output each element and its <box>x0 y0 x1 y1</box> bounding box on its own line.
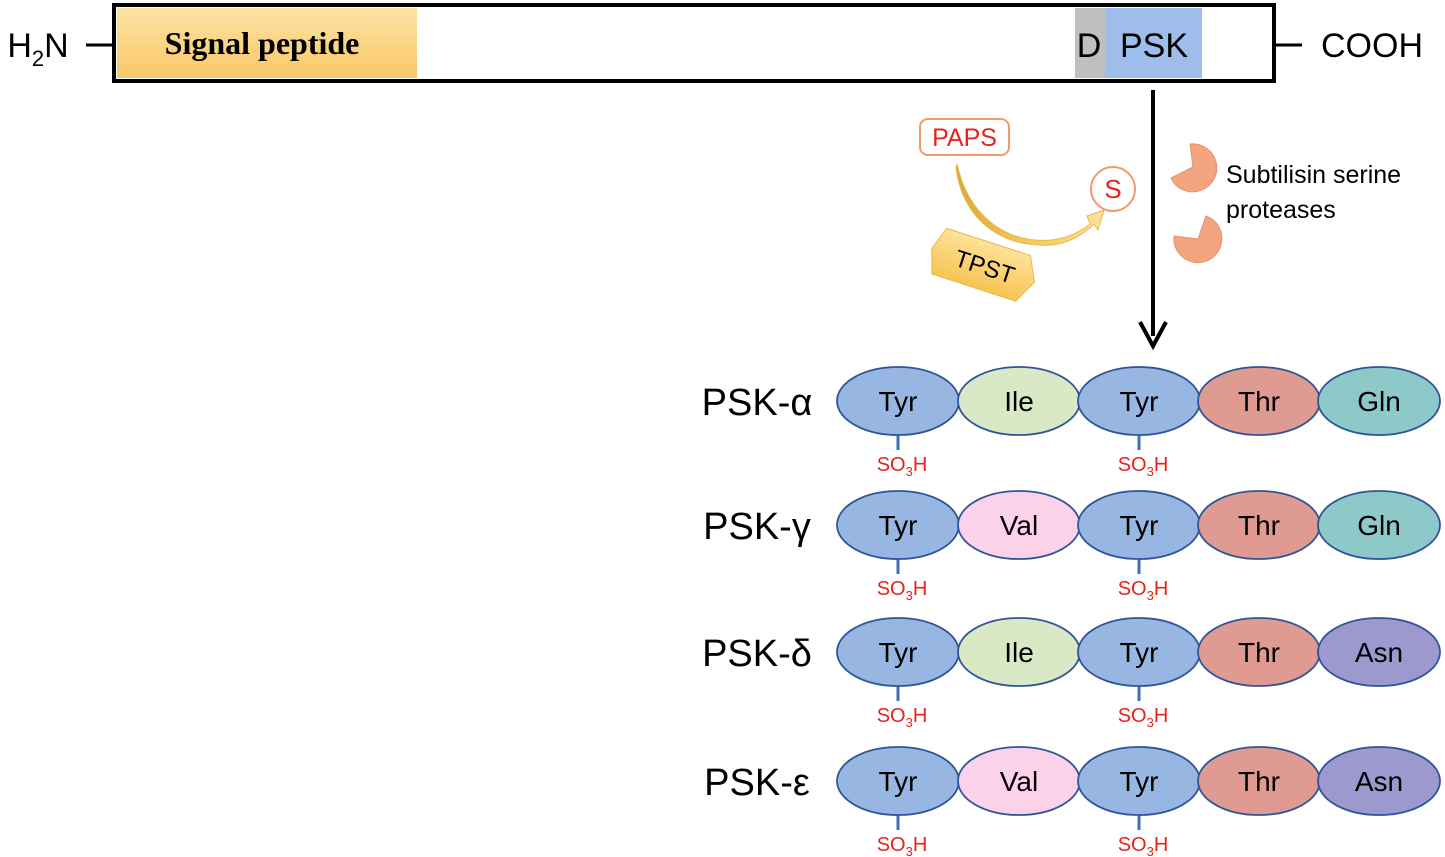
residue-label: Thr <box>1238 766 1280 797</box>
residue-gln <box>1317 490 1441 560</box>
d-region-label: D <box>1077 27 1102 65</box>
paps-label: PAPS <box>932 124 997 152</box>
residue-label: Tyr <box>1120 637 1159 668</box>
protease-group: Subtilisin serine proteases <box>1170 143 1401 264</box>
tpst-enzyme: TPST <box>931 227 1035 302</box>
protease-label-line1: Subtilisin serine <box>1226 161 1401 189</box>
residue-label: Ile <box>1004 386 1034 417</box>
c-terminus-label: COOH <box>1321 27 1423 65</box>
sulfo-group-label: SO3H <box>1118 834 1169 857</box>
residue-label: Tyr <box>879 766 918 797</box>
sulfo-group-label: SO3H <box>1118 578 1169 603</box>
signal-peptide-region <box>117 8 417 78</box>
sulfate-circle <box>1090 166 1136 212</box>
residue-label: Tyr <box>1120 766 1159 797</box>
residue-asn <box>1317 746 1441 816</box>
psk-region <box>1105 8 1202 78</box>
psk-region-label: PSK <box>1120 27 1188 65</box>
residue-gln <box>1317 366 1441 436</box>
residue-label: Ile <box>1004 637 1034 668</box>
residue-label: Tyr <box>879 510 918 541</box>
residue-label: Gln <box>1357 510 1401 541</box>
pacman-enzyme-icon <box>1173 215 1223 264</box>
sulfate-label: S <box>1104 174 1121 204</box>
residue-label: Gln <box>1357 386 1401 417</box>
precursor-protein: H2N Signal peptide D PSK COOH <box>7 3 1423 83</box>
sulfo-group-label: SO3H <box>877 578 928 603</box>
sulfo-group-label: SO3H <box>1118 705 1169 730</box>
sulfo-group-label: SO3H <box>877 834 928 857</box>
peptide-name: PSK-γ <box>703 506 811 548</box>
down-arrow-icon <box>1138 90 1168 351</box>
residue-label: Val <box>1000 510 1038 541</box>
residue-label: Thr <box>1238 510 1280 541</box>
sulfation-process: PAPS S TPST <box>919 118 1136 302</box>
residue-label: Tyr <box>1120 386 1159 417</box>
protease-label-line2: proteases <box>1226 196 1336 224</box>
residue-label: Tyr <box>879 386 918 417</box>
peptide-name: PSK-ε <box>704 762 810 804</box>
residue-label: Asn <box>1355 637 1403 668</box>
pacman-enzyme-icon <box>1170 143 1218 193</box>
precursor-outline <box>112 3 1276 83</box>
sulfo-group-label: SO3H <box>877 454 928 479</box>
peptide-name: PSK-α <box>702 382 813 424</box>
residue-label: Asn <box>1355 766 1403 797</box>
residue-asn <box>1317 617 1441 687</box>
peptide-name: PSK-δ <box>702 633 812 675</box>
n-terminus-label: H2N <box>7 27 68 71</box>
residue-label: Tyr <box>879 637 918 668</box>
residue-label: Thr <box>1238 637 1280 668</box>
paps-box <box>919 118 1010 156</box>
signal-peptide-label: Signal peptide <box>165 25 360 61</box>
residue-label: Tyr <box>1120 510 1159 541</box>
d-region <box>1075 8 1105 78</box>
residue-label: Val <box>1000 766 1038 797</box>
sulfo-group-label: SO3H <box>1118 454 1169 479</box>
sulfo-group-label: SO3H <box>877 705 928 730</box>
curved-arrow-icon <box>955 163 1105 246</box>
residue-label: Thr <box>1238 386 1280 417</box>
